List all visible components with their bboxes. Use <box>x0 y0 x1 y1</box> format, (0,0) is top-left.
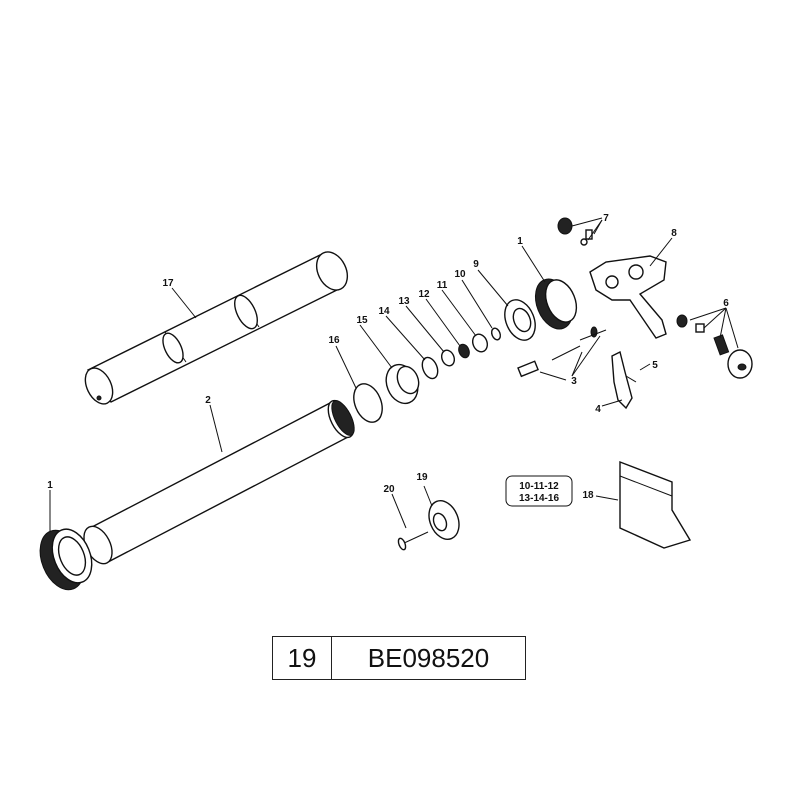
label-10: 10 <box>454 269 466 280</box>
label-8: 8 <box>671 228 677 239</box>
leader-20 <box>391 493 407 529</box>
label-15: 15 <box>356 315 368 326</box>
label-20: 20 <box>383 484 395 495</box>
leader-6d <box>725 307 739 349</box>
leader-15 <box>359 324 393 369</box>
leader-10 <box>461 279 493 329</box>
leader-1-right <box>521 245 546 283</box>
label-12: 12 <box>418 289 430 300</box>
part-reference-number: 19 <box>273 637 332 679</box>
leader-14 <box>385 315 426 361</box>
ring-10-part <box>490 327 502 341</box>
kit-label-line2: 13-14-16 <box>519 493 559 504</box>
label-11: 11 <box>437 280 448 291</box>
valve-stem-part <box>517 326 607 378</box>
label-4: 4 <box>595 404 601 415</box>
washer-13-part <box>440 349 456 367</box>
label-2: 2 <box>205 395 211 406</box>
kit-label-box <box>505 475 573 507</box>
pin-part <box>625 375 637 383</box>
leader-19 <box>423 485 433 507</box>
leader-3a <box>539 371 567 381</box>
bushing-11-part <box>471 333 489 353</box>
kit-label-line1: 10-11-12 <box>519 481 559 492</box>
leader-4 <box>601 399 623 407</box>
leader-16 <box>335 345 357 389</box>
o-ring-part <box>353 383 383 423</box>
leader-18 <box>595 495 619 501</box>
end-cap-part <box>504 299 536 341</box>
leader-3b <box>571 351 583 377</box>
knurled-nut-right-part <box>534 278 578 330</box>
ring-14-part <box>421 356 439 380</box>
nozzle-cap-part <box>428 500 460 540</box>
label-18: 18 <box>582 490 594 501</box>
leader-12 <box>425 298 461 347</box>
leader-7a <box>571 217 603 227</box>
label-1-right: 1 <box>517 236 523 247</box>
label-6: 6 <box>723 298 729 309</box>
label-3: 3 <box>571 376 577 387</box>
part-reference-box: 19 BE098520 <box>272 636 526 680</box>
leader-3c <box>571 335 601 377</box>
leader-5 <box>639 363 651 371</box>
leader-11 <box>441 289 477 337</box>
gun-body-part <box>589 255 667 339</box>
leader-17 <box>171 287 197 319</box>
label-16: 16 <box>328 335 340 346</box>
adjuster-6-part <box>676 314 753 379</box>
label-19: 19 <box>416 472 428 483</box>
piston-part <box>385 363 420 405</box>
leader-8 <box>649 237 673 267</box>
label-5: 5 <box>652 360 658 371</box>
leader-6a <box>689 307 727 321</box>
part-reference-code: BE098520 <box>367 642 490 673</box>
label-14: 14 <box>378 306 390 317</box>
label-9: 9 <box>473 259 479 270</box>
leader-2 <box>209 404 223 453</box>
leader-9 <box>477 269 509 307</box>
label-13: 13 <box>398 296 410 307</box>
bag-part <box>619 460 692 549</box>
tube-part <box>83 399 355 565</box>
leader-13 <box>405 305 445 353</box>
plunger-rod-part <box>84 251 349 405</box>
label-7: 7 <box>603 213 609 224</box>
seal-12-part <box>458 343 470 359</box>
leader-6b <box>703 307 727 329</box>
trigger-part <box>611 350 633 410</box>
leader-6c <box>719 307 727 339</box>
screw-part <box>397 531 429 551</box>
label-17: 17 <box>162 278 174 289</box>
label-1-left: 1 <box>47 480 53 491</box>
leader-7c <box>593 219 603 235</box>
